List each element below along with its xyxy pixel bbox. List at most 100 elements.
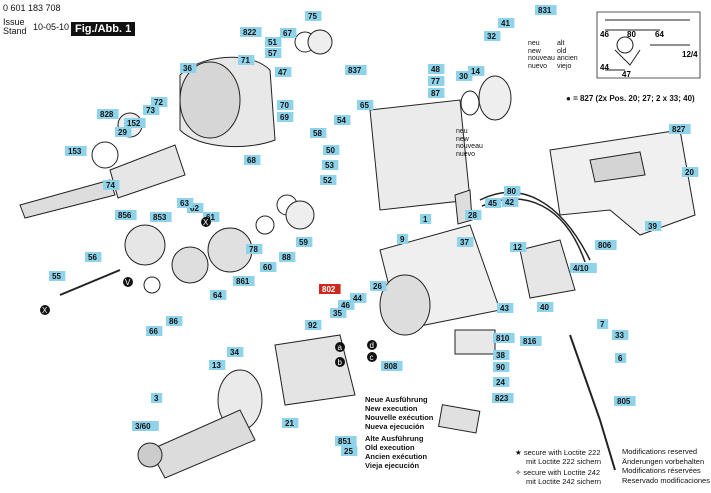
- spindle-body: [109, 144, 186, 199]
- part-label-1: 1: [423, 215, 428, 224]
- part-label-55: 55: [52, 272, 61, 281]
- part-label-bg: [103, 180, 120, 190]
- part-label-58: 58: [313, 129, 322, 138]
- seal-30: [460, 90, 480, 116]
- part-label-34: 34: [230, 348, 239, 357]
- wiring-diagram: [596, 11, 701, 79]
- part-label-bg: [492, 393, 514, 403]
- part-label-822: 822: [243, 28, 257, 37]
- part-label-bg: [280, 28, 297, 38]
- part-label-56: 56: [88, 253, 97, 262]
- part-label-9: 9: [400, 235, 405, 244]
- part-label-bg: [420, 214, 432, 224]
- part-label-bg: [370, 281, 387, 291]
- part-label-bg: [115, 127, 132, 137]
- brush-plate: [454, 329, 496, 355]
- letter-d: d: [370, 341, 374, 350]
- part-label-bg: [537, 302, 554, 312]
- wiring-label-47: 47: [622, 70, 631, 79]
- part-label-67: 67: [283, 29, 292, 38]
- commutator: [137, 442, 163, 468]
- wiring-label-44: 44: [600, 63, 609, 72]
- part-label-bg: [151, 393, 163, 403]
- part-label-25: 25: [344, 447, 353, 456]
- part-label-bg: [428, 76, 445, 86]
- part-label-bg: [468, 66, 485, 76]
- part-label-bg: [279, 252, 296, 262]
- part-label-3: 3: [154, 394, 159, 403]
- part-label-bg: [493, 333, 515, 343]
- part-label-bg: [645, 221, 662, 231]
- part-label-bg: [320, 175, 337, 185]
- part-label-bg: [233, 276, 255, 286]
- part-label-bg: [520, 336, 542, 346]
- motor-housing: [369, 99, 471, 211]
- part-label-60: 60: [263, 263, 272, 272]
- part-label-59: 59: [299, 238, 308, 247]
- part-label-bg: [682, 167, 699, 177]
- part-label-bg: [493, 362, 510, 372]
- part-label-806: 806: [598, 241, 612, 250]
- part-label-47: 47: [278, 68, 287, 77]
- drill-spindle: [19, 179, 116, 219]
- part-label-bg: [319, 284, 341, 294]
- part-label-bg: [305, 320, 322, 330]
- part-label-bg: [570, 263, 597, 273]
- part-label-bg: [614, 396, 636, 406]
- part-label-bg: [227, 347, 244, 357]
- wiring-label-80: 80: [627, 30, 636, 39]
- part-label-bg: [150, 212, 172, 222]
- part-label-24: 24: [496, 378, 505, 387]
- part-label-831: 831: [538, 6, 552, 15]
- part-label-77: 77: [431, 77, 440, 86]
- washer-66: [143, 276, 161, 294]
- figure-label: Fig./Abb. 1: [71, 22, 136, 36]
- part-label-bg: [338, 300, 355, 310]
- part-label-73: 73: [146, 106, 155, 115]
- part-label-66: 66: [149, 327, 158, 336]
- part-label-bg: [322, 160, 339, 170]
- part-label-3-60: 3/60: [135, 422, 151, 431]
- part-label-64: 64: [213, 291, 222, 300]
- part-label-810: 810: [496, 334, 510, 343]
- wiring-label-46: 46: [600, 30, 609, 39]
- part-label-71: 71: [241, 56, 250, 65]
- part-label-bg: [615, 353, 627, 363]
- part-label-bg: [187, 203, 204, 213]
- letter-v: V: [125, 278, 131, 287]
- part-label-bg: [669, 124, 691, 134]
- part-label-bg: [493, 377, 510, 387]
- part-label-46: 46: [341, 301, 350, 310]
- part-label-bg: [275, 67, 292, 77]
- part-label-bg: [498, 18, 515, 28]
- part-label-bg: [345, 65, 367, 75]
- part-label-851: 851: [338, 437, 352, 446]
- part-label-bg: [85, 252, 102, 262]
- part-label-7: 7: [600, 320, 605, 329]
- part-label-805: 805: [617, 397, 631, 406]
- part-label-bg: [485, 198, 502, 208]
- issue-label: Issue: [3, 17, 25, 27]
- part-label-26: 26: [373, 282, 382, 291]
- part-label-bg: [240, 27, 262, 37]
- gear-ring: [207, 227, 253, 273]
- part-label-37: 37: [460, 238, 469, 247]
- part-label-29: 29: [118, 128, 127, 137]
- part-label-bg: [335, 436, 357, 446]
- part-label-bg: [323, 145, 340, 155]
- stand-label: Stand: [3, 26, 27, 36]
- part-label-bg: [65, 146, 87, 156]
- part-label-bg: [428, 64, 445, 74]
- part-label-bg: [357, 100, 374, 110]
- part-label-78: 78: [249, 245, 258, 254]
- armature: [149, 409, 256, 479]
- plate-823: [437, 404, 481, 434]
- part-label-12: 12: [513, 243, 522, 252]
- part-label-43: 43: [500, 304, 509, 313]
